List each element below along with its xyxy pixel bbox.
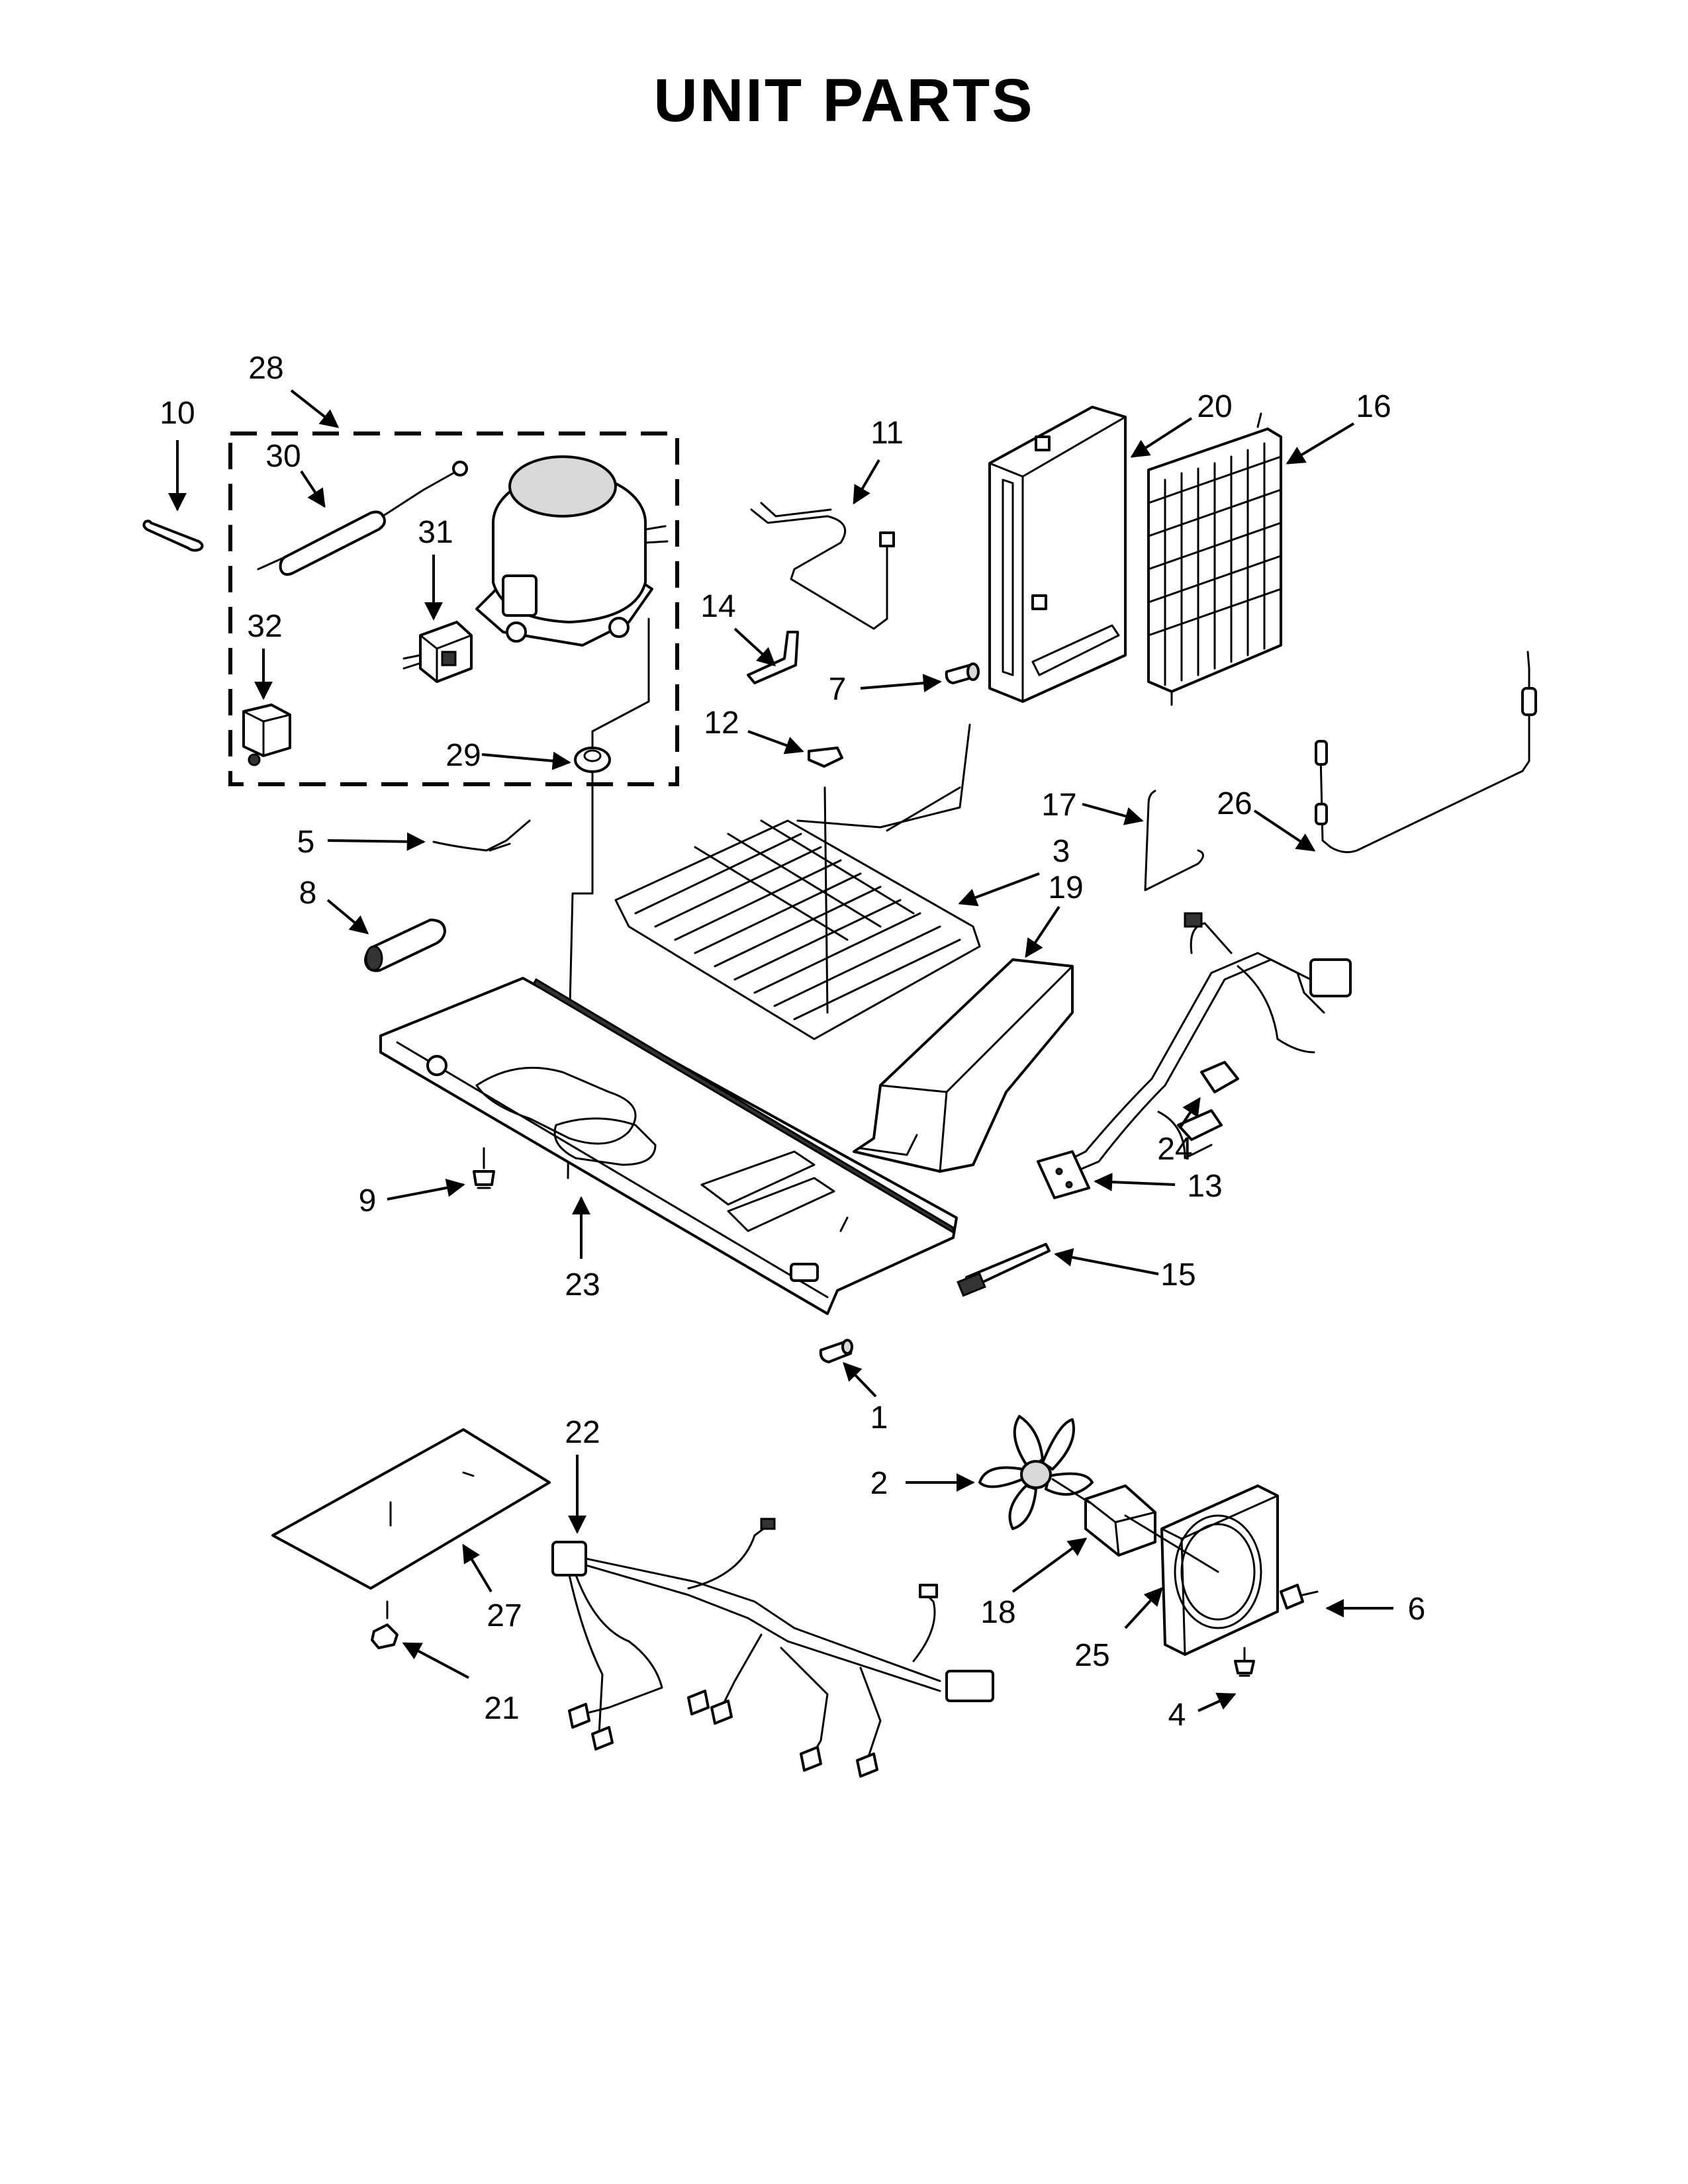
callout-6[interactable]: 6 xyxy=(1408,1592,1426,1627)
compressor-assembly-box xyxy=(228,432,679,786)
part-14-tube-icon xyxy=(747,631,799,684)
callout-9[interactable]: 9 xyxy=(359,1183,377,1218)
callout-30[interactable]: 30 xyxy=(265,439,301,474)
part-4-screw-icon xyxy=(1234,1647,1255,1677)
callout-4[interactable]: 4 xyxy=(1168,1698,1186,1733)
part-7-filter-icon xyxy=(945,662,980,684)
callout-5[interactable]: 5 xyxy=(297,825,315,860)
callout-10[interactable]: 10 xyxy=(160,396,195,431)
callout-25[interactable]: 25 xyxy=(1074,1638,1109,1673)
part-27-sheet-icon xyxy=(271,1428,551,1619)
part-3-evaporator-icon xyxy=(614,723,981,1040)
part-22-harness-icon xyxy=(551,1518,994,1778)
leader-lines xyxy=(168,389,1393,1712)
page-title: UNIT PARTS xyxy=(653,67,1035,134)
part-15-cable-tie-icon xyxy=(957,1243,1051,1297)
part-9-screw-icon xyxy=(473,1147,495,1189)
callout-22[interactable]: 22 xyxy=(565,1415,600,1450)
part-31-relay-icon xyxy=(402,621,473,683)
part-19-drain-pan-icon xyxy=(853,958,1074,1173)
callout-7[interactable]: 7 xyxy=(829,672,847,707)
callout-19[interactable]: 19 xyxy=(1048,870,1083,905)
part-18-fan-motor-icon xyxy=(1051,1478,1156,1557)
part-6-screw-icon xyxy=(1280,1584,1319,1610)
part-20-shroud-icon xyxy=(988,406,1127,703)
part-32-overload-icon xyxy=(242,704,291,766)
part-12-bracket-icon xyxy=(808,747,843,768)
callout-3[interactable]: 3 xyxy=(1053,834,1070,869)
compressor-icon xyxy=(475,455,669,647)
callout-11[interactable]: 11 xyxy=(870,416,904,451)
part-2-fan-blade-icon xyxy=(978,1415,1094,1530)
part-25-fan-shroud-icon xyxy=(1124,1484,1279,1656)
part-30-dryer-icon xyxy=(257,461,468,576)
callout-8[interactable]: 8 xyxy=(299,876,317,911)
callout-24[interactable]: 24 xyxy=(1157,1132,1192,1167)
callout-14[interactable]: 14 xyxy=(700,589,735,624)
part-26-thermistor-icon xyxy=(1315,651,1537,854)
callout-31[interactable]: 31 xyxy=(418,515,453,550)
callout-26[interactable]: 26 xyxy=(1217,786,1252,821)
callout-32[interactable]: 32 xyxy=(247,609,282,644)
part-21-clip-icon xyxy=(371,1623,399,1649)
part-8-sleeve-icon xyxy=(364,919,446,972)
callout-23[interactable]: 23 xyxy=(565,1267,600,1302)
callout-12[interactable]: 12 xyxy=(704,705,739,741)
callout-29[interactable]: 29 xyxy=(445,738,481,773)
callout-labels: 1 2 3 4 5 6 7 8 9 10 11 12 13 14 15 16 1… xyxy=(160,351,1425,1733)
callout-13[interactable]: 13 xyxy=(1187,1169,1222,1204)
callout-21[interactable]: 21 xyxy=(484,1691,519,1726)
callout-16[interactable]: 16 xyxy=(1356,389,1391,424)
part-16-condenser-icon xyxy=(1147,412,1282,706)
callout-18[interactable]: 18 xyxy=(980,1595,1015,1630)
part-24-harness-icon xyxy=(1045,912,1352,1186)
part-13-board-icon xyxy=(1037,1150,1090,1199)
part-23-base-pan-icon xyxy=(379,977,958,1315)
callout-27[interactable]: 27 xyxy=(487,1598,522,1633)
callout-1[interactable]: 1 xyxy=(870,1400,888,1435)
callout-17[interactable]: 17 xyxy=(1041,788,1076,823)
callout-15[interactable]: 15 xyxy=(1160,1257,1196,1293)
part-1-cap-icon xyxy=(819,1339,853,1363)
part-17-clip-icon xyxy=(1144,790,1204,891)
callout-28[interactable]: 28 xyxy=(248,351,283,386)
part-5-clip-icon xyxy=(432,819,531,852)
part-11-tube-icon xyxy=(750,502,895,630)
part-10-strap-icon xyxy=(142,520,204,552)
callout-20[interactable]: 20 xyxy=(1197,389,1232,424)
callout-2[interactable]: 2 xyxy=(870,1466,888,1501)
